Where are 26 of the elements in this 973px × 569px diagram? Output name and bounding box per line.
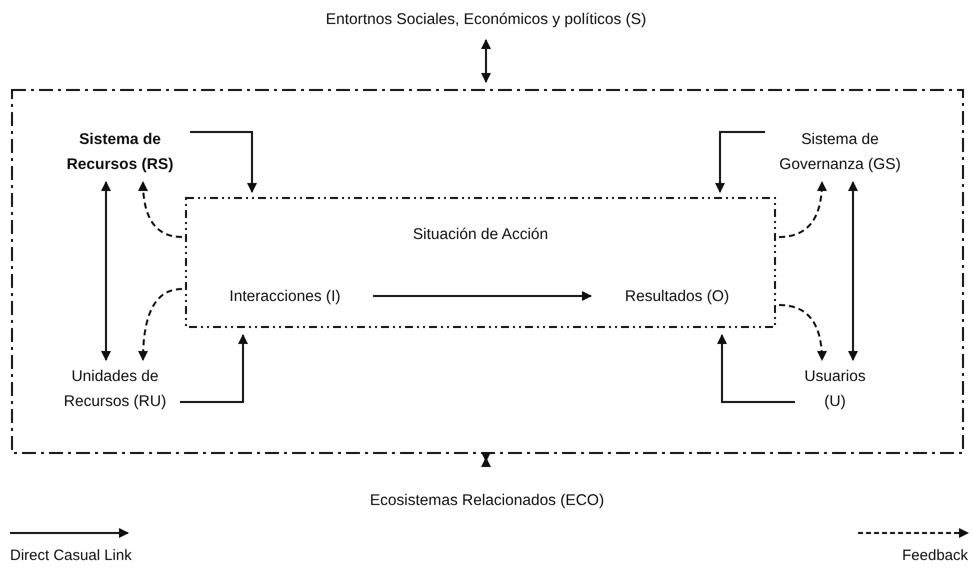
feedback-arrow [778,304,827,361]
arrow [717,334,795,403]
arrow [373,291,592,301]
node-label: Sistema de Recursos (RS) [50,124,190,180]
legend-label: Direct Casual Link [10,546,132,566]
arrow [848,181,858,361]
node-label: Sistema de Governanza (GS) [765,124,915,180]
dash-dot-frame [12,90,963,453]
arrow [481,39,491,83]
arrow [180,334,248,403]
feedback-arrow [138,181,182,238]
node-label: Unidades de Recursos (RU) [50,362,180,416]
feedback-arrow [138,288,182,361]
node-label: Ecosistemas Relacionados (ECO) [326,488,648,512]
legend-label: Feedback [902,546,968,566]
dash-dot-frame [186,198,775,327]
box-title: Situación de Acción [412,225,548,245]
feedback-arrow [778,181,827,238]
node-label: Interacciones (I) [203,284,367,308]
arrow [715,131,765,193]
node-label: Resultados (O) [593,284,761,308]
node-label: Usuarios (U) [795,362,875,416]
arrow [190,131,257,193]
arrow [481,452,491,467]
arrow [101,181,111,361]
node-label: Entortnos Sociales, Económicos y políticos (S) [262,6,710,32]
